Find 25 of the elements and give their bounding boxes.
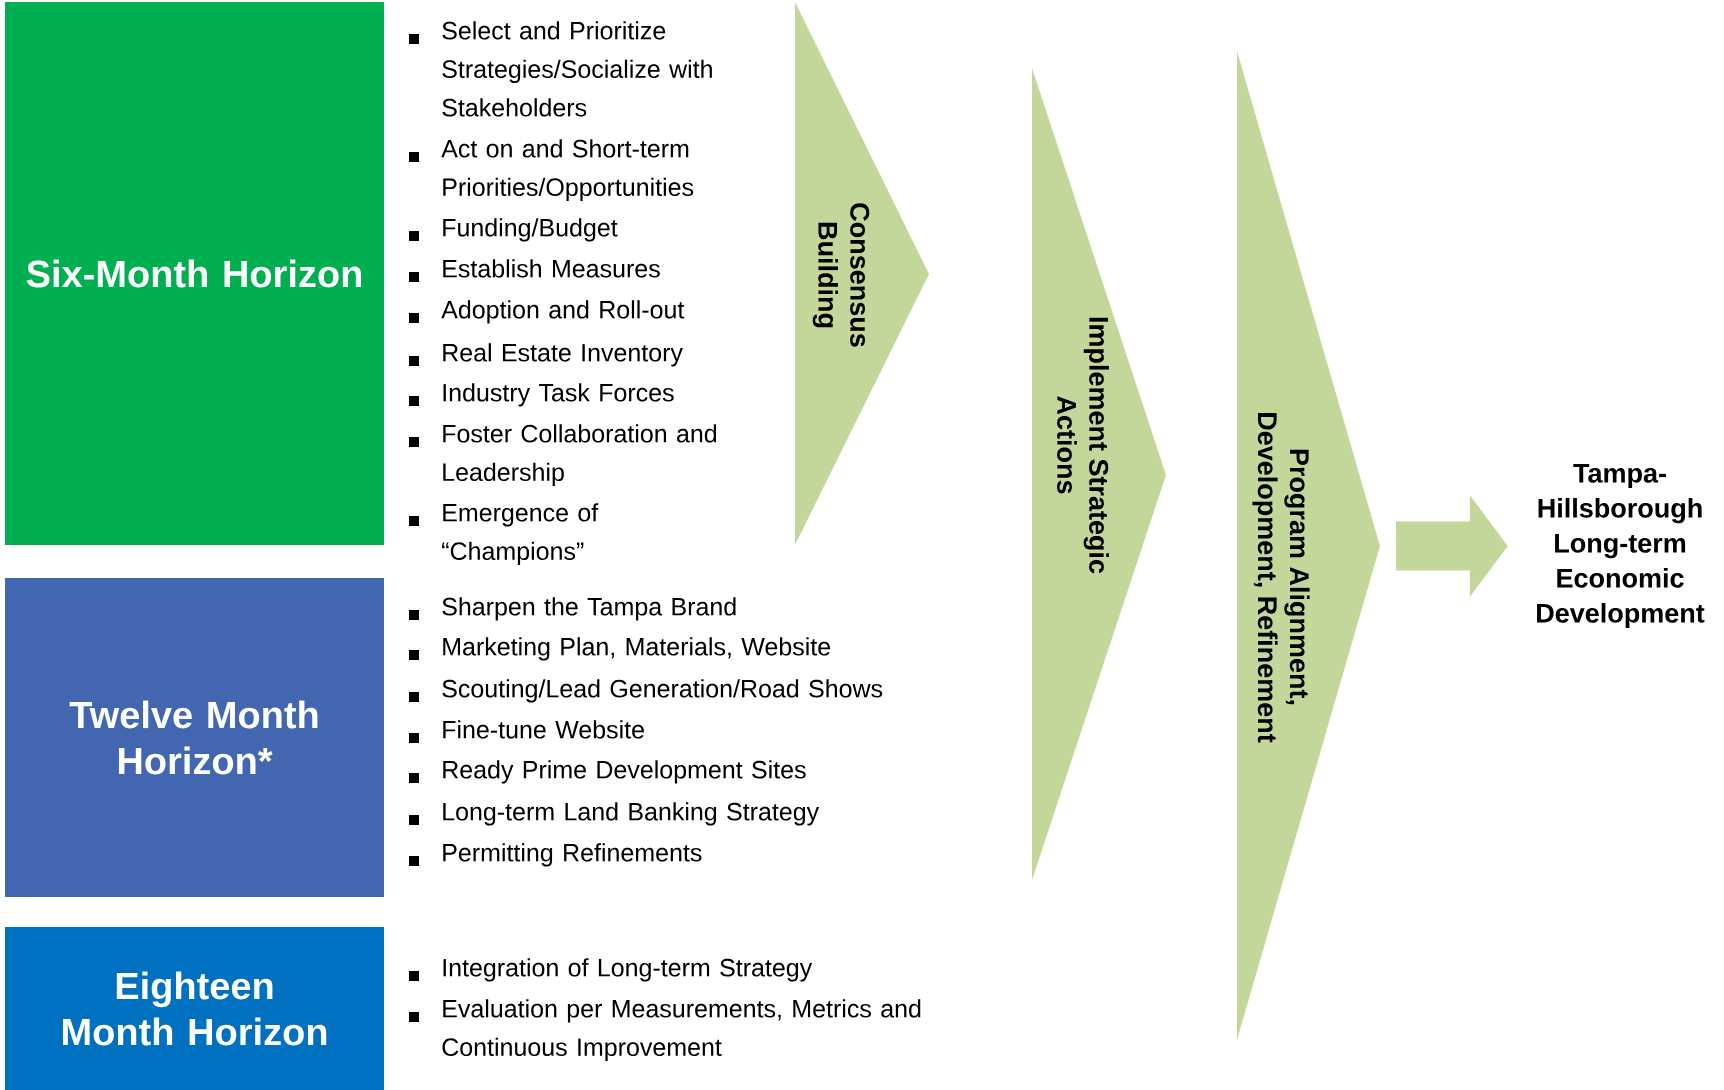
bullet-item: Emergence of “Champions” (442, 503, 599, 565)
bullet-item: Evaluation per Measurements, Metrics and Continuous Improvement (442, 999, 921, 1061)
bullet-item: Sharpen the Tampa Brand (442, 597, 736, 621)
bullet-item: Integration of Long-term Strategy (443, 958, 813, 982)
bullet-item: Act on and Short-term Priorities/Opportunities (441, 139, 694, 201)
bullet-item: Foster Collaboration and Leadership (443, 424, 717, 486)
horizon-box: Twelve Month Horizon* (5, 578, 384, 897)
bullet-item: Fine-tune Website (443, 720, 644, 739)
chevron-triangle: Implement Strategic Actions (1032, 68, 1166, 880)
bullet-item: Industry Task Forces (443, 383, 674, 407)
horizon-box: Eighteen Month Horizon (5, 927, 384, 1090)
bullet-item: Long-term Land Banking Strategy (443, 802, 820, 826)
horizon-box: Six-Month Horizon (5, 2, 384, 545)
bullet-item: Permitting Refinements (443, 843, 702, 867)
chevron-triangle: Consensus Building (795, 2, 929, 545)
bullet-item: Scouting/Lead Generation/Road Shows (442, 679, 883, 703)
bullet-item: Real Estate Inventory (443, 343, 683, 367)
bullet-item: Ready Prime Development Sites (443, 760, 806, 784)
chevron-triangle: Program Alignment, Development, Refinement (1237, 51, 1380, 1040)
bullet-item: Establish Measures (443, 259, 660, 278)
bullet-item: Adoption and Roll-out (441, 300, 685, 324)
bullet-item: Funding/Budget (443, 218, 618, 242)
bullet-item: Select and Prioritize Strategies/Socialize with Stakeholders (442, 21, 712, 117)
goal-text: Tampa-Hillsborough Long-term Economic Development (1537, 463, 1705, 629)
bullet-item: Marketing Plan, Materials, Website (443, 637, 831, 661)
